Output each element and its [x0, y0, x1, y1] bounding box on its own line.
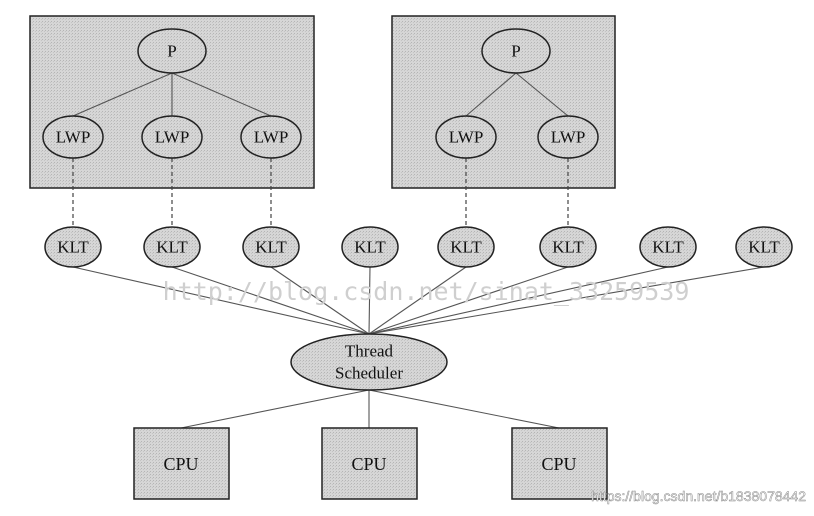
klt-label-4: KLT: [354, 238, 386, 257]
cpu-box-2: [321, 427, 418, 500]
klt-scheduler-edge: [270, 266, 370, 335]
watermark-center: http://blog.csdn.net/sinat_33259539: [163, 277, 690, 306]
p-lwp-edge: [465, 72, 517, 117]
klt-node-8: [735, 226, 793, 268]
scheduler-label-line1: Thread: [345, 342, 394, 361]
klt-scheduler-edge: [368, 266, 467, 335]
thread-scheduler-node: [290, 333, 448, 391]
klt-scheduler-edge: [171, 266, 370, 335]
scheduler-label-line2: Scheduler: [335, 364, 403, 383]
process-label-1: P: [167, 42, 176, 61]
cpu-box-1: [133, 427, 230, 500]
klt-node-5: [437, 226, 495, 268]
process-node-1: [137, 28, 207, 74]
lwp-label-5: LWP: [551, 128, 586, 147]
klt-node-3: [242, 226, 300, 268]
lwp-node-2: [141, 115, 203, 159]
cpu-box-3: [511, 427, 608, 500]
cpu-label-1: CPU: [163, 454, 198, 474]
lwp-node-5: [537, 115, 599, 159]
klt-node-2: [143, 226, 201, 268]
lwp-label-3: LWP: [254, 128, 289, 147]
lwp-node-1: [42, 115, 104, 159]
lwp-label-4: LWP: [449, 128, 484, 147]
process-label-2: P: [511, 42, 520, 61]
klt-label-1: KLT: [57, 238, 89, 257]
scheduler-cpu-edge: [180, 389, 370, 429]
klt-label-3: KLT: [255, 238, 287, 257]
klt-node-6: [539, 226, 597, 268]
lwp-node-3: [240, 115, 302, 159]
klt-node-4: [341, 226, 399, 268]
klt-node-1: [44, 226, 102, 268]
klt-label-2: KLT: [156, 238, 188, 257]
watermark-corner: https://blog.csdn.net/b1838078442: [591, 488, 806, 504]
klt-scheduler-edge: [368, 266, 371, 335]
lwp-label-2: LWP: [155, 128, 190, 147]
klt-node-7: [639, 226, 697, 268]
klt-label-8: KLT: [748, 238, 780, 257]
p-lwp-edge: [515, 72, 569, 117]
klt-label-6: KLT: [552, 238, 584, 257]
klt-scheduler-edge: [72, 266, 370, 335]
p-lwp-edge: [171, 72, 272, 117]
p-lwp-edge: [72, 72, 173, 117]
scheduler-cpu-edge: [368, 389, 560, 429]
connections: [72, 72, 765, 429]
klt-scheduler-edge: [368, 266, 569, 335]
lwp-label-1: LWP: [56, 128, 91, 147]
process-node-2: [481, 28, 551, 74]
lwp-node-4: [435, 115, 497, 159]
klt-label-5: KLT: [450, 238, 482, 257]
klt-scheduler-edge: [368, 266, 765, 335]
klt-label-7: KLT: [652, 238, 684, 257]
cpu-label-3: CPU: [541, 454, 576, 474]
cpu-label-2: CPU: [351, 454, 386, 474]
klt-scheduler-edge: [368, 266, 669, 335]
